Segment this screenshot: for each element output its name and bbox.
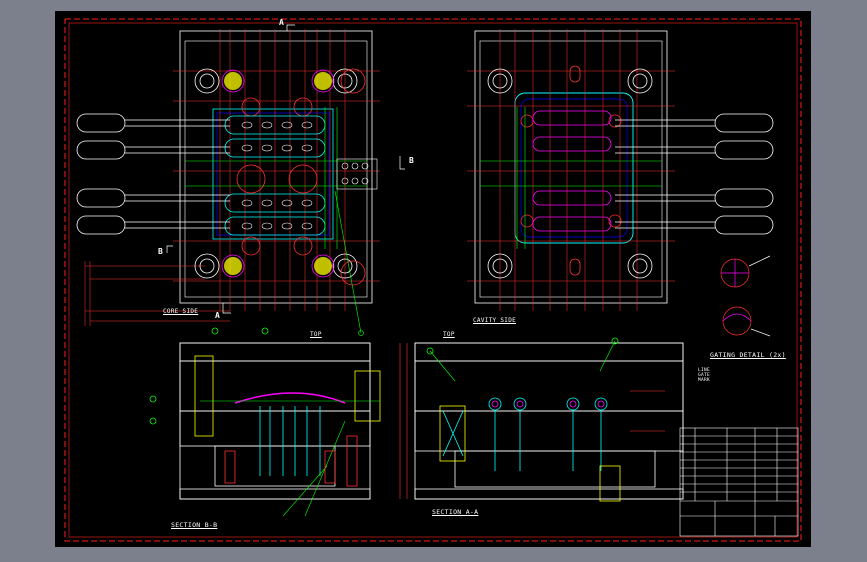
top-label-left: TOP [310,331,322,338]
section-marker-a-bottom: A [215,311,220,320]
section-bb-view [149,327,381,517]
section-aa-view [399,337,684,502]
title-block [679,427,799,537]
cavity-side-label: CAVITY SIDE [473,317,517,324]
top-label-right: TOP [443,331,455,338]
section-marker-b-right: B [409,156,414,165]
gating-detail-label: GATING DETAIL (2x) [710,351,786,359]
section-aa-label: SECTION A-A [432,508,479,516]
section-bb-label: SECTION B-B [171,521,218,529]
gating-detail [720,255,771,337]
core-side-label: CORE SIDE [163,308,199,315]
notes-block: LINE GATE MARK [698,368,710,383]
cavity-side-view [467,29,774,311]
note-line-1: LINE [698,368,711,373]
note-line-3: MARK [698,378,711,383]
mold-assembly-drawing[interactable] [55,11,811,547]
note-line-2: GATE [698,373,711,378]
section-marker-a-top: A [279,18,284,27]
cad-drawing-viewport[interactable]: CORE SIDE CAVITY SIDE TOP TOP A A B B GA… [55,11,811,547]
section-marker-b-left: B [158,247,163,256]
drawing-border-outer [64,18,802,542]
core-side-view [76,24,405,336]
drawing-border-inner [68,22,798,538]
